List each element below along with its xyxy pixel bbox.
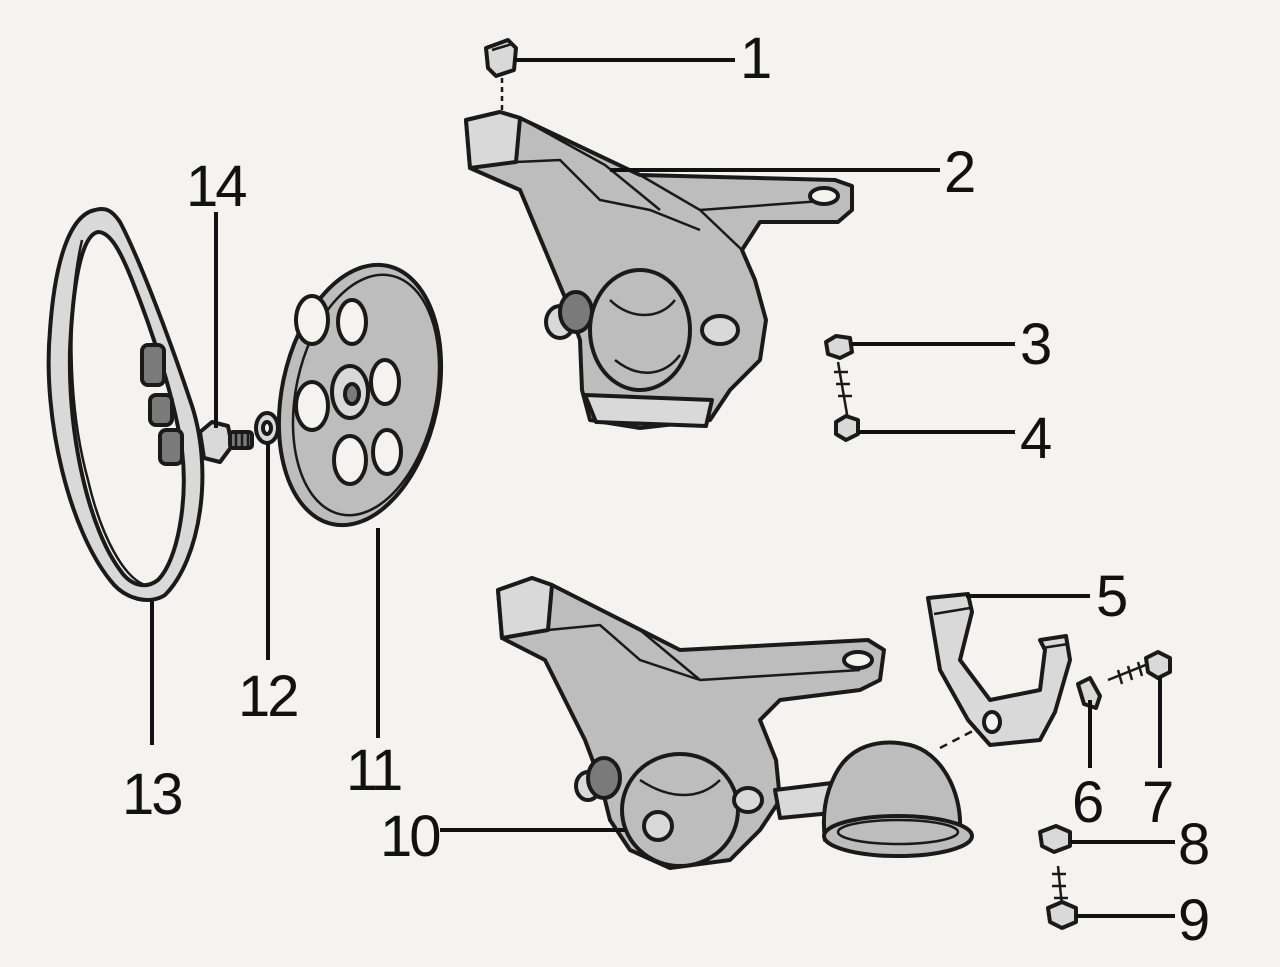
leader-lines bbox=[150, 58, 1175, 918]
lower-bolt bbox=[1046, 865, 1078, 930]
callout-8: 8 bbox=[1178, 812, 1208, 877]
callout-14: 14 bbox=[186, 154, 246, 219]
callout-7: 7 bbox=[1142, 770, 1172, 835]
pump-assembly-lower bbox=[496, 576, 991, 870]
strainer-bracket bbox=[926, 592, 1072, 747]
callout-4: 4 bbox=[1020, 406, 1051, 471]
callout-12: 12 bbox=[238, 664, 297, 729]
callout-2: 2 bbox=[944, 140, 974, 205]
bolt bbox=[834, 361, 860, 442]
callout-labels: 1 2 3 4 5 6 7 8 9 10 11 12 13 14 bbox=[122, 26, 1211, 953]
pulley bbox=[276, 262, 444, 528]
callout-11: 11 bbox=[346, 738, 401, 803]
callout-3: 3 bbox=[1020, 312, 1050, 377]
nut bbox=[824, 334, 854, 360]
pump-assembly-upper bbox=[464, 110, 854, 430]
screw bbox=[1107, 650, 1172, 685]
callout-5: 5 bbox=[1096, 564, 1126, 629]
lower-nut bbox=[1038, 824, 1072, 854]
washer bbox=[254, 411, 280, 445]
callout-6: 6 bbox=[1072, 770, 1102, 835]
pulley-bolt bbox=[198, 420, 254, 464]
callout-13: 13 bbox=[122, 762, 181, 827]
callout-10: 10 bbox=[380, 804, 439, 869]
drive-belt bbox=[46, 206, 205, 602]
clip bbox=[1076, 676, 1102, 710]
callout-1: 1 bbox=[740, 26, 770, 91]
callout-9: 9 bbox=[1178, 888, 1208, 953]
cap bbox=[484, 38, 518, 110]
